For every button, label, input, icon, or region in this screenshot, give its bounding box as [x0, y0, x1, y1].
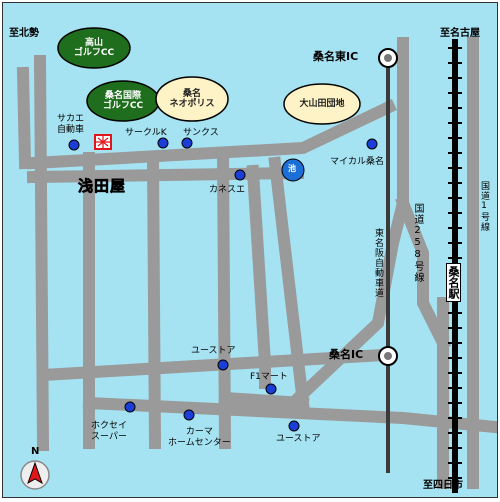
label-route258: 国道258号線	[412, 203, 423, 283]
neopolis-shape	[155, 76, 229, 122]
danchi-label: 大山田団地	[299, 98, 345, 109]
label-kama: カーマ ホームセンター	[168, 427, 231, 448]
station-label: 桑名駅	[446, 263, 461, 302]
store-markers	[68, 137, 378, 432]
road-vertical-1	[33, 54, 50, 452]
road-route258	[284, 37, 409, 412]
marker-eustore2	[288, 420, 300, 432]
north-arrow-icon	[27, 461, 43, 485]
road-route258-branch	[395, 195, 452, 352]
golf-course-1-label: 高山 ゴルフCC	[73, 37, 115, 58]
label-ic-main: 桑名IC	[329, 348, 364, 361]
marker-mycal	[366, 138, 378, 150]
label-ike: 池	[288, 164, 296, 173]
north-label: N	[31, 446, 40, 457]
road-vertical-5	[246, 164, 271, 389]
label-ic-east: 桑名東IC	[313, 50, 359, 63]
label-expressway: 東名阪自動車道	[373, 228, 383, 298]
label-to-yokkaichi: 至四日市	[423, 480, 463, 491]
main-store-marker-cross	[96, 136, 110, 148]
marker-kanesue	[234, 169, 246, 181]
main-store-label: 浅田屋	[78, 177, 127, 196]
marker-f1mart	[265, 383, 277, 395]
danchi-shape	[283, 83, 361, 125]
label-to-kitase: 至北勢	[9, 28, 39, 39]
label-to-nagoya: 至名古屋	[440, 28, 480, 39]
label-circlek: サークルK	[125, 128, 167, 138]
golf-course-2-label: 桑名国際 ゴルフCC	[102, 90, 144, 111]
golf-course-1-shape	[57, 27, 131, 69]
marker-circlek	[157, 137, 169, 149]
marker-kama	[183, 409, 195, 421]
label-kanesue: カネスエ	[209, 185, 246, 195]
marker-sunkus	[181, 137, 193, 149]
road-vertical-3	[146, 151, 162, 450]
railway-ties	[448, 47, 462, 479]
label-eustore1: ユーストア	[191, 346, 236, 356]
label-sakae: サカエ 自動車	[57, 114, 85, 135]
pond-shape	[281, 158, 305, 182]
ic-east-center	[384, 54, 392, 62]
road-bottom-horizontal	[82, 396, 497, 434]
road-lower-horizontal	[36, 348, 390, 382]
label-f1mart: F1マート	[250, 372, 288, 382]
road-network	[16, 27, 497, 493]
label-route1: 国道1号線	[479, 181, 489, 232]
road-kitase	[16, 66, 32, 170]
label-sunkus: サンクス	[183, 128, 219, 138]
roads	[16, 37, 497, 489]
marker-hokusei	[124, 401, 136, 413]
ic-main-center	[384, 352, 392, 360]
neopolis-label: 桑名 ネオポリス	[169, 88, 215, 109]
label-mycal: マイカル桑名	[330, 157, 385, 167]
road-upper-horizontal	[26, 99, 397, 170]
marker-sakae	[68, 139, 80, 151]
label-hokusei: ホクセイ スーパー	[91, 421, 128, 442]
label-eustore2: ユーストア	[276, 434, 321, 444]
marker-eustore1	[217, 359, 229, 371]
